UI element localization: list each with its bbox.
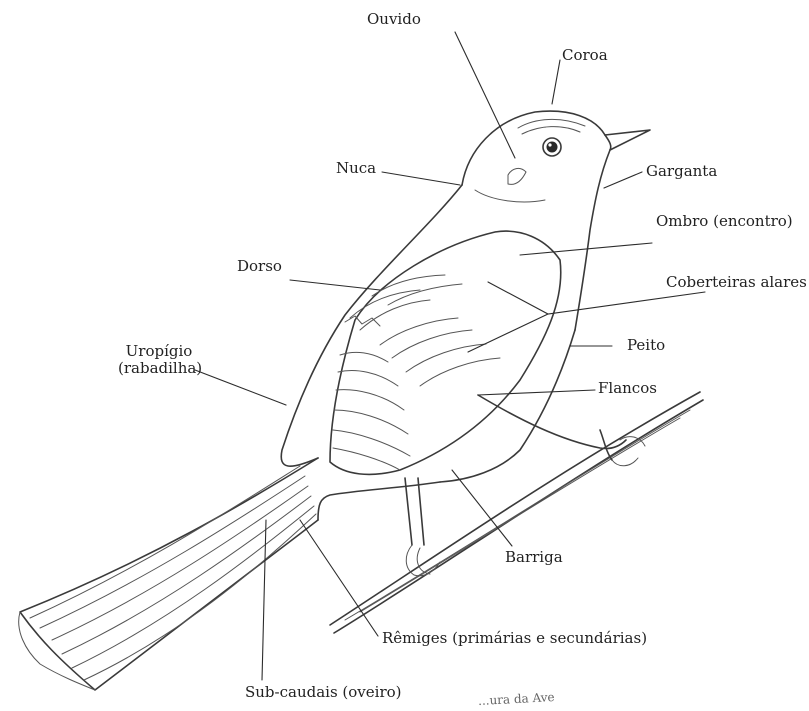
label-uropigio-line1: Uropígio	[118, 343, 200, 360]
leader-lines	[195, 32, 705, 680]
leader-garganta	[604, 172, 642, 188]
label-peito: Peito	[627, 337, 665, 354]
label-barriga: Barriga	[505, 549, 563, 566]
leader-dorso	[290, 280, 380, 290]
label-uropigio-line2: (rabadilha)	[118, 360, 200, 377]
head-details	[508, 119, 585, 184]
leader-coroa	[552, 60, 560, 104]
leader-nuca	[382, 172, 460, 185]
label-nuca: Nuca	[336, 160, 376, 177]
label-subcaudais: Sub-caudais (oveiro)	[245, 684, 402, 701]
label-uropigio: Uropígio (rabadilha)	[118, 343, 200, 377]
label-coroa: Coroa	[562, 47, 608, 64]
label-garganta: Garganta	[646, 163, 717, 180]
tail	[19, 458, 318, 690]
leader-uropigio	[195, 370, 286, 405]
wing-feathers	[333, 275, 500, 470]
leader-flancos	[478, 390, 595, 395]
label-flancos: Flancos	[598, 380, 657, 397]
label-ombro: Ombro (encontro)	[656, 213, 793, 230]
leader-subcaudais	[262, 520, 266, 680]
label-dorso: Dorso	[237, 258, 282, 275]
leader-coberteiras-b	[468, 314, 548, 352]
leader-ombro	[520, 243, 652, 255]
leader-barriga	[452, 470, 512, 546]
label-ouvido: Ouvido	[367, 11, 421, 28]
label-coberteiras: Coberteiras alares	[666, 274, 807, 291]
branch	[330, 392, 703, 633]
label-remiges: Rêmiges (primárias e secundárias)	[382, 630, 647, 647]
